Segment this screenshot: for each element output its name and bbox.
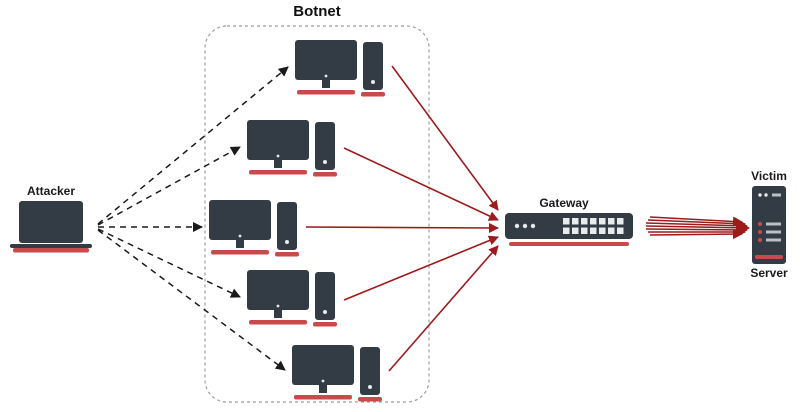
command-arrow [97,229,286,371]
attack-arrow [391,65,499,211]
botnet-boundary [204,25,430,403]
flood-arrow [649,229,743,240]
attack-arrow [305,222,499,233]
attack-arrow [388,245,499,372]
attacker-laptop-icon [10,201,92,253]
flood-arrow [649,216,743,227]
command-arrow [97,66,289,225]
victim-server-icon [752,186,786,264]
attack-arrow [343,235,499,301]
botnet-title: Botnet [293,3,341,20]
gateway-icon [505,213,633,246]
bot-computer-icon [247,120,337,177]
command-arrow [97,146,241,226]
gateway-label: Gateway [539,196,589,210]
flood-arrow [645,220,748,231]
bot-computer-icon [209,200,299,257]
flood-arrow [645,222,750,233]
flood-arrow [647,218,746,229]
bot-computer-icon [295,40,385,97]
attacker-label: Attacker [27,184,75,198]
server-label: Server [750,266,788,280]
attack-arrow [343,147,499,221]
flood-arrow [645,224,748,235]
command-arrow [97,228,241,298]
bot-computer-icon [247,270,337,327]
bot-computer-icon [292,345,382,402]
victim-label: Victim [751,169,787,183]
